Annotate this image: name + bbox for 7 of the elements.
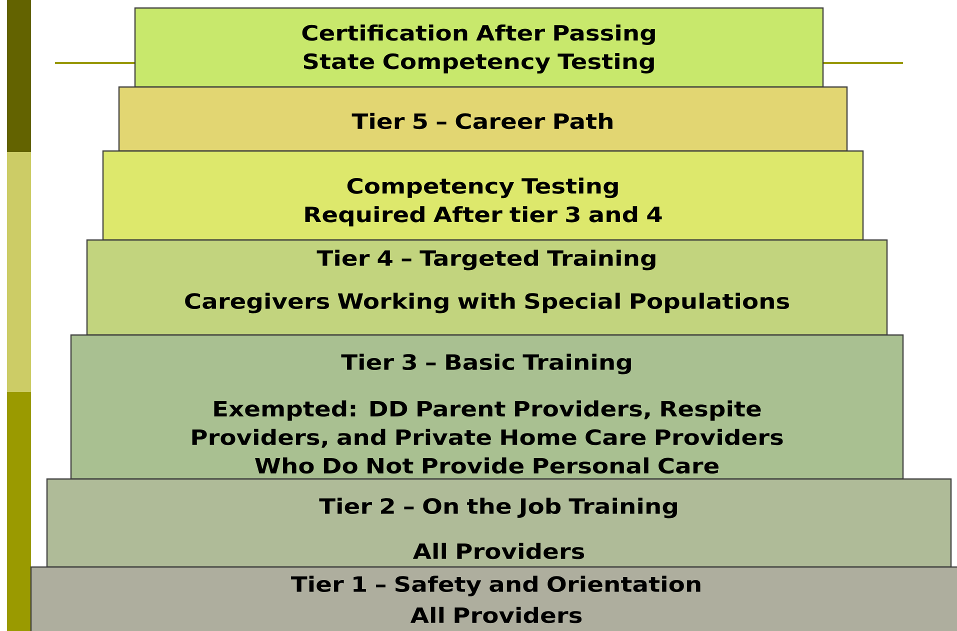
tier-box: Tier 5 – Career Path [118, 86, 848, 152]
tier-box: Certification After Passing State Competency Testing [134, 7, 824, 88]
tier-box: Competency Testing Required After tier 3 and 4 [102, 150, 864, 241]
tier-box: Tier 1 – Safety and Orientation All Providers [30, 566, 957, 631]
tier-box: Tier 3 – Basic Training Exempted: DD Parent Providers, Respite Providers, and Private Home Care Providers Who Do Not Provide Personal Care [70, 334, 904, 480]
tier-box: Tier 4 – Targeted Training Caregivers Working with Special Populations [86, 239, 888, 336]
tier-box: Tier 2 – On the Job Training All Providers [46, 478, 952, 568]
